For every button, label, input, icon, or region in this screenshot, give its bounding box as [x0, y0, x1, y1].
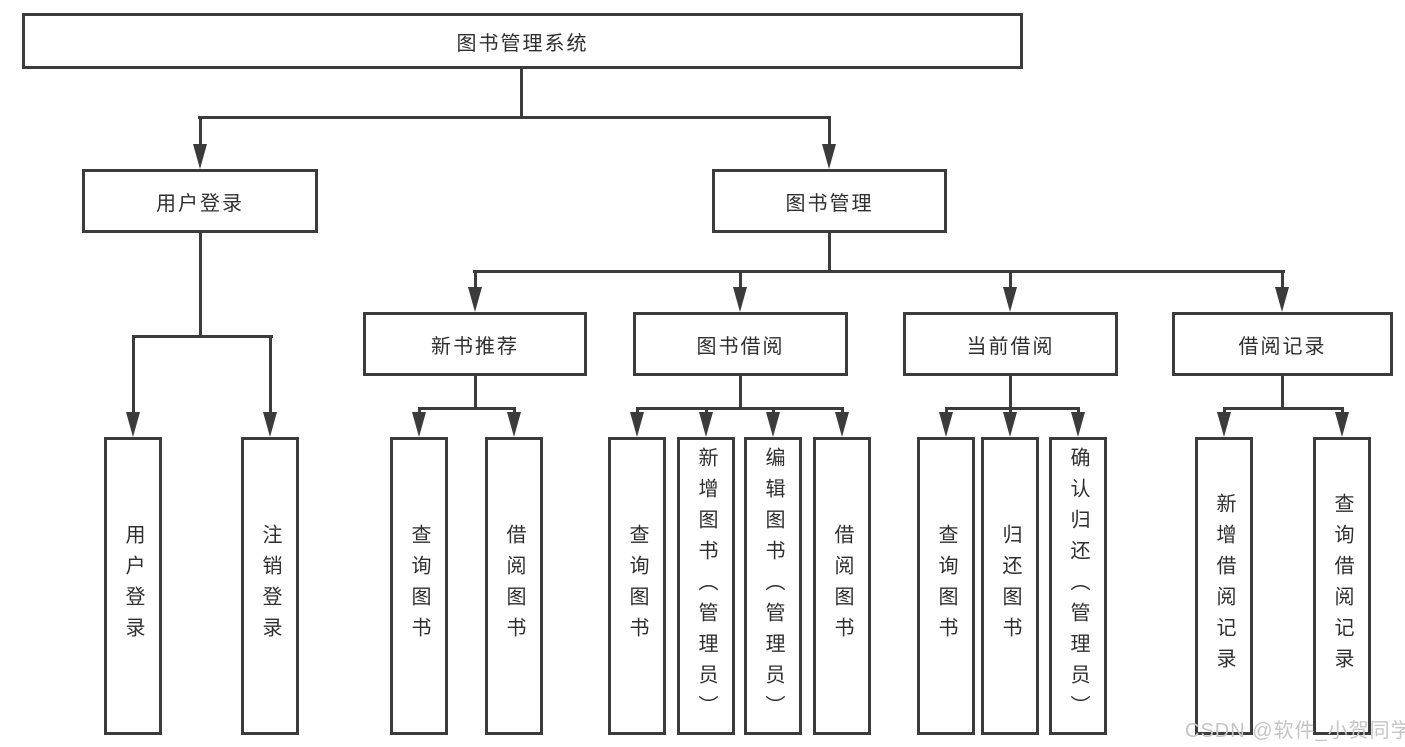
- leaf-user-login-label: 用户登录: [122, 524, 144, 648]
- arrowhead-add-books-admin: [699, 412, 713, 437]
- connector-drop-book-borrowing: [739, 270, 742, 290]
- leaf-query-books-current-label: 查询图书: [935, 524, 957, 648]
- node-root: 图书管理系统: [22, 13, 1023, 69]
- connector-book-borrowing-horizontal: [636, 407, 844, 410]
- connector-borrow-records-stub: [1281, 376, 1284, 409]
- leaf-borrow-books-newrec: 借阅图书: [485, 437, 543, 735]
- node-current-borrowing-label: 当前借阅: [966, 335, 1055, 358]
- connector-drop-leaf-logout: [269, 335, 272, 415]
- arrowhead-query-books-3: [939, 412, 953, 437]
- leaf-return-books: 归还图书: [981, 437, 1039, 735]
- leaf-logout-label: 注销登录: [259, 524, 281, 648]
- connector-user-login-stub: [199, 233, 202, 338]
- leaf-add-books-admin-label: 新增图书（管理员）: [695, 446, 717, 726]
- arrowhead-leaf-user-login: [126, 412, 140, 437]
- connector-current-borrowing-stub: [1009, 376, 1012, 409]
- connector-drop-borrow-records: [1281, 270, 1284, 290]
- leaf-logout: 注销登录: [241, 437, 299, 735]
- connector-book-borrowing-stub: [739, 376, 742, 409]
- connector-drop-new-book-recommend: [474, 270, 477, 290]
- arrowhead-leaf-logout: [263, 412, 277, 437]
- connector-borrow-records-horizontal: [1223, 407, 1344, 410]
- connector-user-login-horizontal: [132, 335, 273, 338]
- arrowhead-edit-books-admin: [766, 412, 780, 437]
- connector-drop-leaf-user-login: [132, 335, 135, 415]
- node-borrow-records-label: 借阅记录: [1238, 335, 1327, 358]
- node-borrow-records: 借阅记录: [1172, 312, 1393, 376]
- leaf-query-books-newrec: 查询图书: [390, 437, 448, 735]
- node-book-borrowing-label: 图书借阅: [696, 335, 785, 358]
- csdn-watermark: CSDN @软件_小贺同学: [1185, 720, 1405, 742]
- connector-root-stub: [520, 69, 523, 118]
- connector-level3-horizontal: [473, 270, 1285, 273]
- leaf-query-books-borrow: 查询图书: [608, 437, 666, 735]
- node-current-borrowing: 当前借阅: [903, 312, 1118, 376]
- leaf-query-books-borrow-label: 查询图书: [626, 524, 648, 648]
- arrowhead-return-books: [1003, 412, 1017, 437]
- arrowhead-query-books-1: [412, 412, 426, 437]
- connector-drop-book-management: [828, 116, 831, 148]
- leaf-add-books-admin: 新增图书（管理员）: [677, 437, 735, 735]
- node-user-login-label: 用户登录: [156, 192, 244, 215]
- node-book-management-label: 图书管理: [785, 192, 874, 215]
- arrowhead-borrow-records: [1275, 287, 1289, 312]
- leaf-return-books-label: 归还图书: [999, 524, 1021, 648]
- arrowhead-user-login: [193, 144, 207, 169]
- arrowhead-borrow-books-2: [835, 412, 849, 437]
- leaf-query-books-newrec-label: 查询图书: [408, 524, 430, 648]
- arrowhead-new-book-recommend: [468, 287, 482, 312]
- connector-new-book-recommend-stub: [474, 376, 477, 409]
- arrowhead-add-borrow-record: [1217, 412, 1231, 437]
- leaf-query-books-current: 查询图书: [917, 437, 975, 735]
- node-book-management: 图书管理: [712, 169, 947, 233]
- arrowhead-book-management: [822, 144, 836, 169]
- leaf-add-borrow-record: 新增借阅记录: [1195, 437, 1253, 735]
- arrowhead-book-borrowing: [733, 287, 747, 312]
- connector-book-management-stub: [828, 233, 831, 273]
- node-book-borrowing: 图书借阅: [633, 312, 848, 376]
- node-new-book-recommend: 新书推荐: [363, 312, 587, 376]
- leaf-borrow-books-newrec-label: 借阅图书: [503, 524, 525, 648]
- leaf-borrow-books-borrow: 借阅图书: [813, 437, 871, 735]
- leaf-query-borrow-record-label: 查询借阅记录: [1331, 493, 1353, 679]
- leaf-edit-books-admin: 编辑图书（管理员）: [744, 437, 802, 735]
- leaf-edit-books-admin-label: 编辑图书（管理员）: [762, 446, 784, 726]
- leaf-query-borrow-record: 查询借阅记录: [1313, 437, 1371, 735]
- leaf-confirm-return-admin: 确认归还（管理员）: [1049, 437, 1107, 735]
- node-root-label: 图书管理系统: [456, 32, 589, 55]
- connector-new-book-recommend-horizontal: [418, 407, 516, 410]
- leaf-add-borrow-record-label: 新增借阅记录: [1213, 493, 1235, 679]
- arrowhead-query-borrow-record: [1335, 412, 1349, 437]
- leaf-borrow-books-borrow-label: 借阅图书: [831, 524, 853, 648]
- arrowhead-confirm-return-admin: [1071, 412, 1085, 437]
- arrowhead-query-books-2: [630, 412, 644, 437]
- connector-current-borrowing-horizontal: [945, 407, 1080, 410]
- arrowhead-current-borrowing: [1003, 287, 1017, 312]
- connector-drop-current-borrowing: [1009, 270, 1012, 290]
- node-user-login: 用户登录: [82, 169, 318, 233]
- leaf-confirm-return-admin-label: 确认归还（管理员）: [1067, 446, 1089, 726]
- connector-drop-user-login: [199, 116, 202, 148]
- leaf-user-login: 用户登录: [104, 437, 162, 735]
- arrowhead-borrow-books-1: [507, 412, 521, 437]
- connector-level2-horizontal: [198, 116, 831, 119]
- node-new-book-recommend-label: 新书推荐: [431, 335, 519, 358]
